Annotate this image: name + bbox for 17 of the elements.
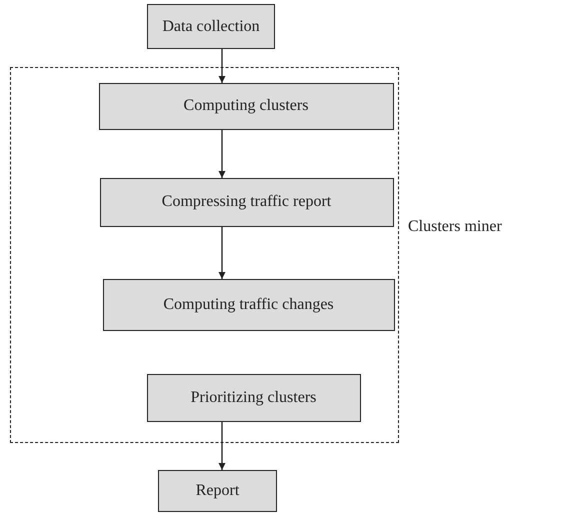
- process-box: [158, 470, 277, 512]
- group-label: Clusters miner: [408, 218, 502, 236]
- arrow: [218, 49, 226, 83]
- box-label: Computing clusters: [184, 97, 308, 115]
- box-label: Data collection: [162, 18, 260, 36]
- process-box: [146, 374, 360, 422]
- arrow: [218, 422, 226, 470]
- box-label: Computing traffic changes: [163, 296, 334, 314]
- process-box: [147, 4, 275, 49]
- arrow: [218, 227, 226, 279]
- box-label: Report: [196, 482, 240, 500]
- process-box: [100, 178, 394, 226]
- box-label: Prioritizing clusters: [190, 388, 316, 406]
- process-box: [98, 82, 394, 130]
- arrow: [218, 130, 226, 178]
- process-box: [102, 278, 394, 330]
- box-label: Compressing traffic report: [162, 193, 332, 211]
